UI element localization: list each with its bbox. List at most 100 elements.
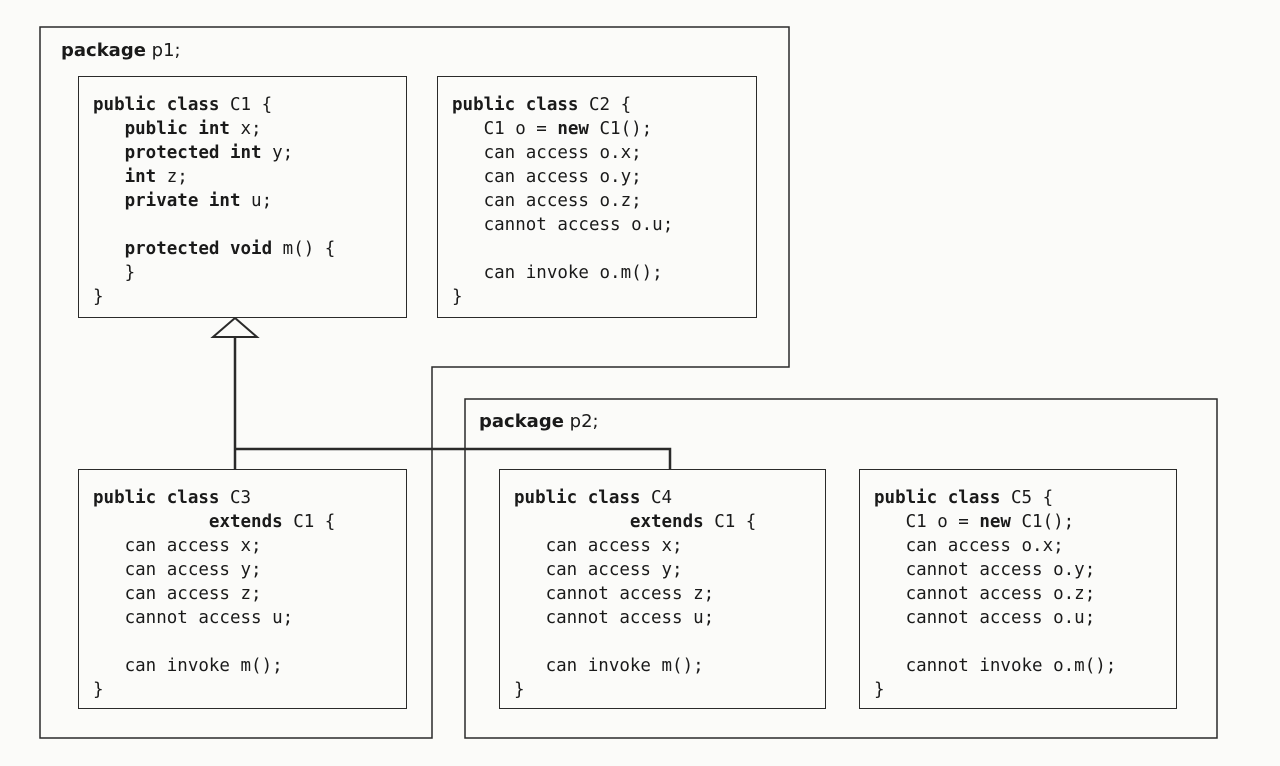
code-text: cannot access u; [514, 608, 715, 628]
code-text: } [514, 680, 525, 700]
code-text: C1 { [293, 512, 336, 532]
class-c2-code: public class C2 { C1 o = new C1(); can a… [452, 93, 673, 309]
code-line: can access x; [514, 534, 756, 558]
code-text [514, 512, 630, 532]
code-line: can access o.x; [874, 534, 1116, 558]
code-line: public class C1 { [93, 93, 335, 117]
code-line: cannot access o.u; [452, 213, 674, 237]
code-text: cannot access o.u; [452, 215, 674, 235]
code-text: C1(); [1021, 512, 1075, 532]
code-line: cannot access o.z; [874, 582, 1116, 606]
inheritance-arrowhead-icon [210, 316, 260, 338]
code-line: protected void m() { [93, 237, 336, 261]
code-text: cannot access z; [514, 584, 715, 604]
package-p1-boundary [39, 26, 790, 739]
code-text [93, 239, 125, 259]
code-line: } [93, 261, 335, 285]
code-text: can invoke m(); [514, 656, 704, 676]
code-text: C4 [650, 488, 673, 508]
code-line: protected int y; [93, 141, 335, 165]
code-text: x; [240, 119, 262, 139]
code-line [93, 213, 335, 237]
code-line: public class C5 { [874, 486, 1116, 510]
code-text: C1 o = [452, 119, 558, 139]
code-line: } [874, 678, 1116, 702]
code-keyword: public class [874, 488, 1011, 508]
class-c4-code: public class C4 extends C1 { can access … [514, 486, 756, 702]
code-line: public class C2 { [452, 93, 673, 117]
code-line: } [93, 285, 335, 309]
code-line: public int x; [93, 117, 335, 141]
code-line [452, 237, 673, 261]
code-line: cannot access z; [514, 582, 756, 606]
code-line: cannot access o.y; [874, 558, 1116, 582]
code-line: public class C4 [514, 486, 756, 510]
code-line [874, 630, 1116, 654]
code-text: } [93, 263, 136, 283]
code-line: extends C1 { [514, 510, 756, 534]
code-text: can access x; [514, 536, 683, 556]
code-text: } [93, 287, 104, 307]
package-p1-label: package p1; [61, 40, 181, 61]
code-text [93, 191, 125, 211]
package-keyword: package [479, 411, 564, 432]
class-c2-box: public class C2 { C1 o = new C1(); can a… [437, 76, 757, 318]
class-c3-code: public class C3 extends C1 { can access … [93, 486, 335, 702]
code-text: C2 { [588, 95, 632, 115]
class-c5-code: public class C5 { C1 o = new C1(); can a… [874, 486, 1116, 702]
code-line: extends C1 { [93, 510, 335, 534]
package-p1-name: p1; [151, 40, 181, 61]
code-line: C1 o = new C1(); [874, 510, 1116, 534]
code-keyword: public class [452, 95, 589, 115]
code-line: cannot access u; [514, 606, 756, 630]
code-text: C1 { [714, 512, 757, 532]
code-keyword: extends [629, 512, 715, 532]
code-line: can invoke m(); [514, 654, 756, 678]
code-text: C1 o = [874, 512, 980, 532]
code-line: can invoke m(); [93, 654, 335, 678]
code-line: can access y; [93, 558, 335, 582]
code-line: C1 o = new C1(); [452, 117, 673, 141]
code-line: can access x; [93, 534, 335, 558]
code-keyword: new [557, 119, 600, 139]
code-text: y; [272, 143, 294, 163]
code-text [93, 167, 125, 187]
code-line: can access o.y; [452, 165, 673, 189]
code-text: } [93, 680, 104, 700]
code-keyword: protected int [124, 143, 273, 163]
code-line: cannot access o.u; [874, 606, 1116, 630]
code-line: cannot invoke o.m(); [874, 654, 1117, 678]
code-text [93, 512, 209, 532]
code-text: m() { [282, 239, 336, 259]
code-text: cannot access o.y; [874, 560, 1096, 580]
code-line: can access z; [93, 582, 335, 606]
code-line: } [452, 285, 673, 309]
code-text: C1(); [599, 119, 653, 139]
code-line: } [514, 678, 756, 702]
code-line: can access o.x; [452, 141, 673, 165]
code-text: } [452, 287, 463, 307]
code-text: cannot access o.u; [874, 608, 1096, 628]
inheritance-branch-c4-line [235, 447, 672, 469]
code-line: private int u; [93, 189, 335, 213]
code-line: } [93, 678, 335, 702]
package-p2-label: package p2; [479, 411, 599, 432]
code-line: can access o.z; [452, 189, 673, 213]
package-keyword: package [61, 40, 146, 61]
code-keyword: new [979, 512, 1022, 532]
code-text: cannot invoke o.m(); [874, 656, 1117, 676]
class-c1-code: public class C1 { public int x; protecte… [93, 93, 335, 309]
code-text: C1 { [229, 95, 273, 115]
code-keyword: public class [93, 95, 230, 115]
code-text: can access y; [93, 560, 262, 580]
code-text: can access o.z; [452, 191, 642, 211]
code-text: can access y; [514, 560, 683, 580]
code-line: public class C3 [93, 486, 335, 510]
code-keyword: int [124, 167, 167, 187]
code-line: int z; [93, 165, 335, 189]
code-text: C5 { [1010, 488, 1054, 508]
code-text: can access o.x; [874, 536, 1064, 556]
package-p2-boundary [464, 398, 1218, 739]
code-text: C3 [229, 488, 252, 508]
class-c4-box: public class C4 extends C1 { can access … [499, 469, 826, 709]
